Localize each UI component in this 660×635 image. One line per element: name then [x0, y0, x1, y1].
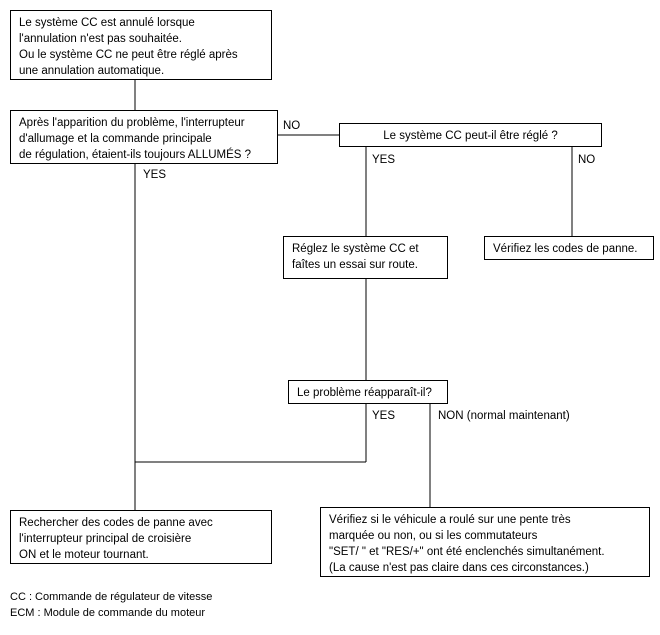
check-slope-box: Vérifiez si le véhicule a roulé sur une … [320, 507, 650, 577]
box-text: ON et le moteur tournant. [19, 549, 149, 561]
box-text: l'annulation n'est pas souhaitée. [19, 33, 182, 45]
yes-label-reappears: YES [372, 410, 396, 422]
non-label-reappears: NON (normal maintenant) [438, 410, 570, 422]
box-text: de régulation, étaient-ils toujours ALLU… [19, 149, 252, 161]
box-text: Réglez le système CC et [292, 243, 419, 255]
search-codes-box: Rechercher des codes de panne avec l'int… [10, 510, 272, 564]
ignition-question-box: Après l'apparition du problème, l'interr… [10, 110, 278, 164]
box-text: Le problème réapparaît-il? [297, 387, 432, 399]
yes-label-can-set: YES [372, 154, 396, 166]
box-text: marquée ou non, ou si les commutateurs [329, 530, 538, 542]
box-text: l'interrupteur principal de croisière [19, 533, 192, 545]
legend-cc: CC : Commande de régulateur de vitesse [10, 591, 213, 603]
box-text: Rechercher des codes de panne avec [19, 517, 213, 529]
box-text: Le système CC peut-il être réglé ? [383, 130, 558, 142]
yes-label-ignition: YES [143, 169, 167, 181]
box-text: Après l'apparition du problème, l'interr… [19, 117, 245, 129]
set-and-test-box: Réglez le système CC et faîtes un essai … [283, 236, 448, 279]
legend-ecm: ECM : Module de commande du moteur [10, 607, 206, 619]
reappears-question-box: Le problème réapparaît-il? [288, 380, 448, 404]
box-text: (La cause n'est pas claire dans ces circ… [329, 562, 589, 574]
box-text: d'allumage et la commande principale [19, 133, 212, 145]
box-text: faîtes un essai sur route. [292, 259, 418, 271]
can-set-question-box: Le système CC peut-il être réglé ? [339, 123, 602, 147]
box-text: une annulation automatique. [19, 65, 165, 77]
box-text: Vérifiez si le véhicule a roulé sur une … [329, 514, 571, 526]
box-text: "SET/ " et "RES/+" ont été enclenchés si… [329, 546, 605, 558]
box-text: Vérifiez les codes de panne. [493, 243, 638, 255]
check-codes-box: Vérifiez les codes de panne. [484, 236, 654, 260]
start-box: Le système CC est annulé lorsque l'annul… [10, 10, 272, 80]
no-label-can-set: NO [578, 154, 596, 166]
box-text: Ou le système CC ne peut être réglé aprè… [19, 49, 238, 61]
box-text: Le système CC est annulé lorsque [19, 17, 195, 29]
no-label-ignition: NO [283, 120, 301, 132]
